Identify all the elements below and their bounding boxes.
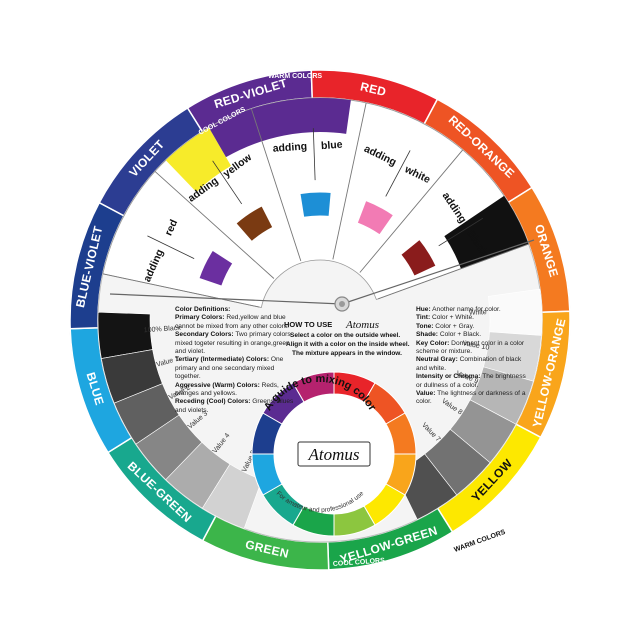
term-definition-term: Hue: [416, 306, 431, 313]
cool-colors-note-bottom: COOL COLORS [333, 557, 386, 568]
how-to-heading: HOW TO USE [284, 320, 332, 329]
color-definition-text: Reds, oranges and yellows. [175, 381, 279, 398]
window-spoke [250, 108, 302, 262]
warm-colors-note-top: WARM COLORS [268, 73, 322, 80]
term-definition-text: Dominant color in a color scheme or mixt… [416, 339, 525, 356]
term-definition-text: Combination of black and white. [416, 356, 522, 372]
gray-swatch [135, 414, 203, 481]
color-definition-term: Color Definitions: [175, 306, 231, 313]
term-definition-term: Tint: [416, 314, 431, 322]
warm-colors-note-bottom: WARM COLORS [453, 529, 506, 554]
color-definition-text: One primary and one secondary mixed toge… [175, 356, 284, 381]
window-spoke [154, 171, 275, 279]
yellow-top-wedge [165, 127, 231, 192]
maroon-swatch [400, 238, 437, 277]
term-definition-text: Color + Black. [437, 331, 482, 339]
color-definition-term: Receding (Cool) Colors: [175, 398, 251, 406]
term-definition: Value: The lightness or darkness of a co… [416, 390, 528, 407]
how-to-line-1: Select a color on the outside wheel. [290, 332, 400, 339]
term-definition-term: Key Color: [416, 339, 450, 347]
color-definition-text: Greens, blues and violets. [175, 398, 294, 414]
window-spoke [102, 273, 260, 308]
term-definition: Tint: Color + White. [416, 314, 528, 322]
black-top-wedge [444, 195, 529, 269]
arrow-line [438, 217, 484, 247]
color-definition-text: Red,yellow and blue cannot be mixed from… [175, 314, 289, 330]
window-spoke [378, 243, 529, 300]
arrow-line [385, 150, 411, 197]
color-definitions: Color Definitions:Primary Colors: Red,ye… [175, 306, 295, 415]
brown-swatch [235, 205, 274, 243]
term-definition: Neutral Gray: Combination of black and w… [416, 356, 528, 373]
pink-swatch [356, 199, 395, 236]
term-definition-term: Neutral Gray: [416, 356, 458, 364]
term-definition: Intensity or Chroma: The brightness or d… [416, 373, 528, 390]
adding-label-2: adding [272, 140, 307, 154]
term-definition-term: Tone: [416, 322, 434, 330]
term-definitions: Hue: Another name for color.Tint: Color … [416, 306, 528, 407]
color-definition: Receding (Cool) Colors: Greens, blues an… [175, 398, 295, 415]
gray-value-label: White [469, 309, 487, 317]
how-to-use: HOW TO USE Atomus Select a color on the … [284, 319, 410, 357]
color-definition: Aggressive (Warm) Colors: Reds, oranges … [175, 382, 295, 399]
how-to-line-2: Align it with a color on the inside whee… [286, 341, 410, 348]
color-definition: Secondary Colors: Two primary colors mix… [175, 331, 295, 356]
how-to-brand: Atomus [345, 319, 379, 331]
pointer-right [341, 239, 535, 305]
color-definition-term: Tertiary (Intermediate) Colors: [175, 356, 270, 364]
gray-swatch [165, 441, 231, 509]
window-spoke [359, 149, 464, 273]
term-definition-text: The lightness or darkness of a color. [416, 390, 526, 406]
inner-wheel-center [274, 394, 394, 514]
arrow-line [212, 160, 243, 205]
term-definition: Key Color: Dominant color in a color sch… [416, 340, 528, 357]
term-definition-text: Color + White. [430, 314, 474, 322]
color-definition: Primary Colors: Red,yellow and blue cann… [175, 314, 295, 331]
term-definition: Hue: Another name for color. [416, 306, 528, 314]
brand-frame [297, 441, 371, 467]
term-definition-term: Shade: [416, 331, 438, 339]
term-definition-term: Value: [416, 390, 436, 398]
color-definition-text: Two primary colors mixed togeter resulti… [175, 331, 291, 356]
color-definition: Color Definitions: [175, 306, 295, 314]
inner-mixing-wheel[interactable] [251, 371, 417, 537]
ring-label-red: RED [359, 79, 388, 99]
violet-swatch [198, 249, 234, 287]
term-definition: Shade: Color + Black. [416, 331, 528, 339]
center-hub [109, 239, 535, 312]
pointer-left [109, 293, 343, 305]
term-definition-text: The brightness or dullness of a color. [416, 373, 526, 389]
gray-swatch [113, 383, 180, 445]
violet-top-wedge [209, 98, 351, 158]
center-brand: Atomus [308, 445, 360, 464]
gray-value-label: 100% Black [144, 325, 182, 335]
term-definition-text: Color + Gray. [433, 322, 475, 330]
term-definition-text: Another name for color. [430, 306, 501, 313]
arrow-line [312, 128, 316, 181]
window-spoke [332, 102, 367, 260]
term-definition: Tone: Color + Gray. [416, 323, 528, 331]
pivot-center [339, 301, 345, 307]
arrow-line [147, 235, 195, 259]
blue-swatch [299, 191, 332, 218]
adding-color-blue: blue [321, 139, 344, 152]
color-definition-term: Secondary Colors: [175, 331, 234, 339]
color-definition-term: Aggressive (Warm) Colors: [175, 381, 260, 389]
color-definition-term: Primary Colors: [175, 314, 225, 322]
term-definition-term: Intensity or Chroma: [416, 373, 481, 381]
gray-value-label: Value 10 [462, 340, 490, 352]
color-definition: Tertiary (Intermediate) Colors: One prim… [175, 356, 295, 381]
gray-swatch [97, 311, 153, 359]
how-to-line-3: The mixture appears in the window. [292, 350, 402, 357]
